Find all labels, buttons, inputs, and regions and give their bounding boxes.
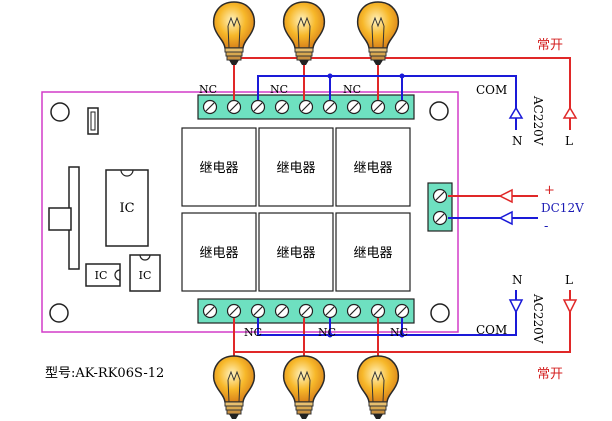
light-bulb-icon	[212, 355, 256, 420]
dc-terminal-block	[427, 182, 453, 232]
relay-grid: 继电器 继电器 继电器 继电器 继电器 继电器	[181, 127, 411, 292]
relay-3	[335, 127, 411, 207]
nc-label: NC	[390, 326, 408, 339]
normally-open-label: 常开	[537, 38, 563, 53]
switch-knob	[48, 207, 72, 231]
arrow-up-icon	[508, 106, 524, 119]
dc-voltage-label: DC12V	[541, 201, 584, 215]
light-bulb-icon	[282, 1, 326, 66]
ac-voltage-label: AC220V	[531, 95, 545, 146]
model-label: 型号:AK-RK06S-12	[45, 366, 164, 381]
relay-2	[258, 127, 334, 207]
light-bulb-icon	[356, 355, 400, 420]
live-label: L	[565, 134, 573, 148]
ic-chip-small-1: IC	[85, 263, 121, 287]
dc-positive-wire	[448, 188, 538, 204]
relay-label: 继电器	[353, 246, 392, 261]
relay-1	[181, 127, 257, 207]
relay-label: 继电器	[199, 161, 238, 176]
relay-label: 继电器	[199, 246, 238, 261]
arrow-left-icon	[498, 210, 513, 226]
ac-voltage-label: AC220V	[531, 293, 545, 344]
ic-label: IC	[95, 269, 108, 282]
arrow-up-icon	[562, 106, 578, 119]
relay-6	[335, 212, 411, 292]
relay-4	[181, 212, 257, 292]
light-bulb-icon	[212, 1, 256, 66]
nc-label: NC	[270, 83, 288, 96]
bottom-terminal-block	[197, 298, 415, 324]
light-bulb-icon	[356, 1, 400, 66]
ic-chip-small-2: IC	[129, 254, 161, 292]
com-label: COM	[476, 83, 507, 97]
neutral-label: N	[512, 134, 523, 148]
relay-label: 继电器	[276, 161, 315, 176]
top-neutral-wire	[257, 75, 517, 110]
live-label: L	[565, 273, 573, 287]
mounting-hole	[429, 101, 449, 121]
arrow-down-icon	[562, 299, 578, 314]
arrow-down-icon	[508, 299, 524, 314]
nc-label: NC	[343, 83, 361, 96]
nc-label: NC	[318, 326, 336, 339]
nc-label: NC	[244, 326, 262, 339]
plus-label: +	[544, 183, 555, 198]
mounting-hole	[49, 303, 69, 323]
mounting-hole	[50, 102, 70, 122]
relay-label: 继电器	[276, 246, 315, 261]
ic-chip-main: IC	[105, 169, 149, 247]
arrow-left-icon	[498, 188, 513, 204]
relay-label: 继电器	[353, 161, 392, 176]
neutral-label: N	[512, 273, 523, 287]
nc-label: NC	[199, 83, 217, 96]
ic-label: IC	[139, 269, 152, 282]
light-bulb-icon	[282, 355, 326, 420]
bottom-live-wire	[233, 312, 571, 362]
relay-5	[258, 212, 334, 292]
mounting-hole	[430, 303, 450, 323]
top-terminal-block	[197, 94, 415, 120]
dc-negative-wire	[448, 210, 538, 226]
com-label: COM	[476, 323, 507, 337]
normally-open-label: 常开	[537, 367, 563, 382]
minus-label: -	[544, 219, 548, 234]
ic-label: IC	[119, 201, 134, 216]
bottom-neutral-wire	[257, 312, 517, 336]
